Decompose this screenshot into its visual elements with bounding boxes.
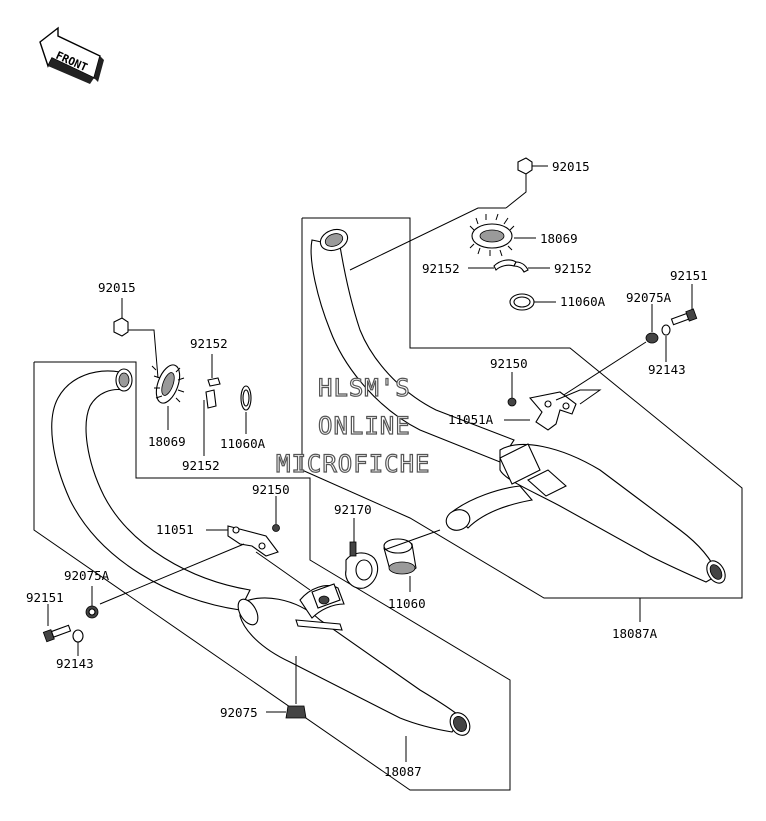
part-label: 11060A: [220, 436, 266, 451]
part-label: 92075A: [64, 568, 110, 583]
part-label: 11051A: [448, 412, 494, 427]
right-upper-hardware: [349, 157, 698, 431]
watermark-line1: HLSM'S: [318, 374, 411, 402]
part-label: 92015: [98, 280, 136, 295]
part-label: 18087: [384, 764, 422, 779]
part-label: 92150: [252, 482, 290, 497]
part-label: 92170: [334, 502, 372, 517]
part-label: 92152: [554, 261, 592, 276]
part-label: 11051: [156, 522, 194, 537]
left-hardware: [42, 298, 441, 719]
watermark-line2: ONLINE: [318, 412, 411, 440]
watermark-line3: MICROFICHE: [276, 450, 431, 478]
right-muffler-assembly: [301, 217, 743, 622]
part-label: 92143: [56, 656, 94, 671]
left-muffler-assembly: [33, 361, 511, 791]
part-label: 92152: [422, 261, 460, 276]
part-labels: 92015 18069 92152 92152 11060A 92151 920…: [26, 159, 708, 779]
front-arrow-icon: FRONT: [39, 26, 104, 84]
watermark: HLSM'S ONLINE MICROFICHE: [275, 373, 431, 478]
part-label: 92152: [190, 336, 228, 351]
part-label: 11060: [388, 596, 426, 611]
part-label: 92075A: [626, 290, 672, 305]
part-label: 18069: [148, 434, 186, 449]
part-label: 18069: [540, 231, 578, 246]
part-label: 18087A: [612, 626, 658, 641]
part-label: 92151: [670, 268, 708, 283]
part-label: 92150: [490, 356, 528, 371]
part-label: 92152: [182, 458, 220, 473]
part-label: 92075: [220, 705, 258, 720]
part-label: 92015: [552, 159, 590, 174]
part-label: 11060A: [560, 294, 606, 309]
part-label: 92143: [648, 362, 686, 377]
part-label: 92151: [26, 590, 64, 605]
